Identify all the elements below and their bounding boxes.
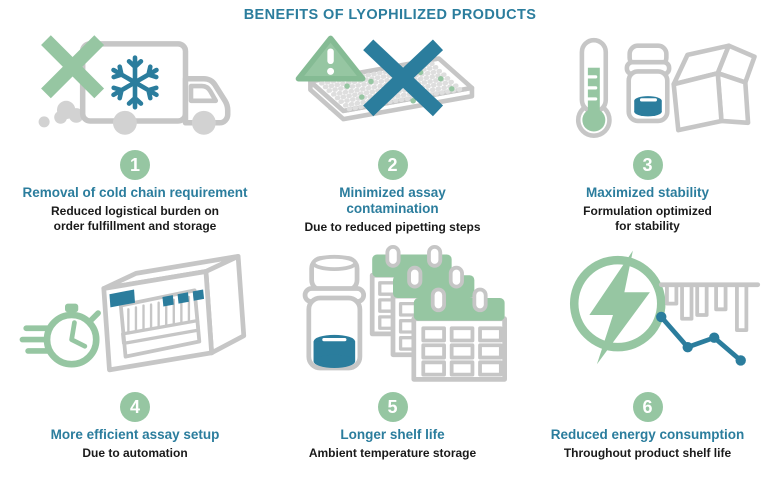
benefit-subtitle: Due to reduced pipetting steps bbox=[304, 219, 481, 234]
open-box-icon bbox=[670, 43, 757, 133]
benefit-title: Removal of cold chain requirement bbox=[22, 185, 248, 200]
benefit-2: 2 Minimized assay contamination Due to r… bbox=[270, 31, 515, 235]
stopwatch-liquid-handler-icon bbox=[10, 245, 260, 385]
benefit-3: 3 Maximized stability Formulation optimi… bbox=[515, 31, 780, 235]
no-cold-chain-truck-icon bbox=[10, 31, 260, 143]
benefit-subtitle: Ambient temperature storage bbox=[308, 445, 477, 460]
lyophilized-vial-icon bbox=[302, 254, 366, 371]
benefit-subtitle: Formulation optimized for stability bbox=[583, 203, 712, 233]
benefits-row-1: 1 Removal of cold chain requirement Redu… bbox=[0, 31, 780, 235]
thermometer-icon bbox=[575, 37, 612, 138]
green-x-icon bbox=[41, 35, 105, 99]
benefit-title: Maximized stability bbox=[585, 185, 710, 200]
step-number-badge: 3 bbox=[632, 150, 663, 180]
thermometer-vial-box-icon bbox=[528, 31, 768, 143]
benefit-subtitle: Throughout product shelf life bbox=[563, 445, 732, 460]
benefit-5: 5 Longer shelf life Ambient temperature … bbox=[270, 244, 515, 461]
vial-calendars-icon bbox=[273, 244, 513, 385]
benefit-subtitle: Reduced logistical burden on order fulfi… bbox=[50, 203, 220, 233]
calendar-stack-icon bbox=[369, 244, 507, 382]
page-title: BENEFITS OF LYOPHILIZED PRODUCTS bbox=[243, 7, 537, 23]
warning-triangle-icon bbox=[295, 35, 365, 82]
snowflake-icon bbox=[111, 58, 160, 108]
lightning-bolt-icon bbox=[569, 250, 665, 365]
energy-bolt-declining-chart-icon bbox=[528, 245, 768, 385]
step-number-badge: 5 bbox=[377, 391, 408, 422]
benefits-row-2: 4 More efficient assay setup Due to auto… bbox=[0, 235, 780, 461]
step-number-badge: 2 bbox=[377, 150, 408, 180]
benefit-title: Longer shelf life bbox=[340, 426, 445, 442]
benefit-4: 4 More efficient assay setup Due to auto… bbox=[0, 245, 270, 461]
benefit-title: Minimized assay contamination bbox=[339, 185, 446, 216]
step-number-badge: 4 bbox=[120, 391, 150, 422]
benefit-6: 6 Reduced energy consumption Throughout … bbox=[515, 245, 780, 461]
liquid-handler-icon bbox=[101, 253, 247, 373]
delivery-truck-icon bbox=[38, 41, 231, 135]
stopwatch-icon bbox=[19, 303, 101, 368]
benefit-subtitle: Due to automation bbox=[82, 445, 188, 460]
step-number-badge: 6 bbox=[632, 391, 663, 422]
assay-plate-no-contamination-icon bbox=[273, 31, 513, 143]
benefit-title: Reduced energy consumption bbox=[550, 426, 745, 442]
declining-bar-chart-icon bbox=[655, 282, 760, 366]
lyophilized-vial-icon bbox=[624, 43, 671, 124]
step-number-badge: 1 bbox=[120, 150, 150, 180]
benefit-1: 1 Removal of cold chain requirement Redu… bbox=[0, 31, 270, 235]
benefit-title: More efficient assay setup bbox=[50, 426, 220, 442]
teal-x-icon bbox=[362, 39, 443, 117]
